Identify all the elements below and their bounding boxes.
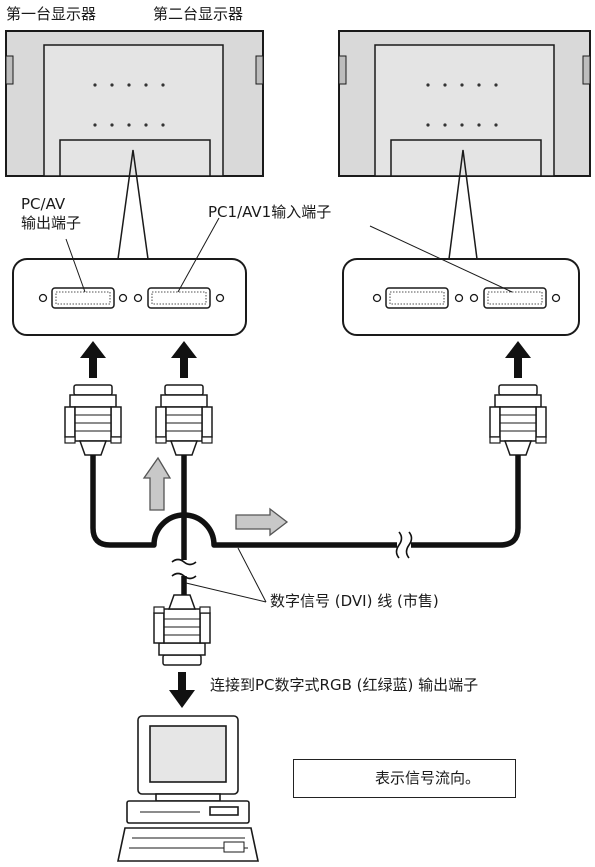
plug-arrow-2 xyxy=(171,341,197,378)
dvi-output-port xyxy=(38,287,128,309)
cable-break-mark xyxy=(395,531,413,559)
dvi-cable-label: 数字信号 (DVI) 线 (市售) xyxy=(270,592,439,610)
zoom-callout-2 xyxy=(448,149,478,260)
second-monitor xyxy=(338,30,591,177)
dvi-plug-pc xyxy=(153,594,211,666)
signal-flow-arrow-right xyxy=(235,507,289,537)
dvi-output-port-2 xyxy=(372,287,464,309)
dvi-plug-1 xyxy=(64,384,122,456)
dvi-plug-2 xyxy=(155,384,213,456)
plug-arrow-3 xyxy=(505,341,531,378)
terminal-panel-1 xyxy=(12,217,247,336)
dvi-input-port xyxy=(133,287,225,309)
first-monitor xyxy=(5,30,264,177)
dvi-cable-monitor1-to-monitor2 xyxy=(90,455,521,548)
plug-arrow-1 xyxy=(80,341,106,378)
terminal-panel-2 xyxy=(342,225,580,336)
legend-text: 表示信号流向。 xyxy=(375,769,481,787)
pc-av-output-label-line1: PC/AV xyxy=(21,195,66,213)
dvi-plug-3 xyxy=(489,384,547,456)
dvi-input-port-2 xyxy=(469,287,561,309)
computer xyxy=(117,715,259,862)
pc-av-output-label-line2: 输出端子 xyxy=(21,214,82,232)
legend-box xyxy=(293,759,516,798)
pc1-av1-input-label: PC1/AV1输入端子 xyxy=(208,203,332,221)
signal-flow-arrow-up xyxy=(142,456,172,511)
zoom-callout-1 xyxy=(117,149,149,260)
cable-break-mark-pc xyxy=(171,558,197,580)
second-monitor-label: 第二台显示器 xyxy=(153,5,244,23)
pc-connect-label: 连接到PC数字式RGB (红绿蓝) 输出端子 xyxy=(210,676,479,694)
first-monitor-label: 第一台显示器 xyxy=(6,5,97,23)
cable-label-leaders xyxy=(185,547,267,603)
plug-arrow-to-pc xyxy=(169,672,195,708)
